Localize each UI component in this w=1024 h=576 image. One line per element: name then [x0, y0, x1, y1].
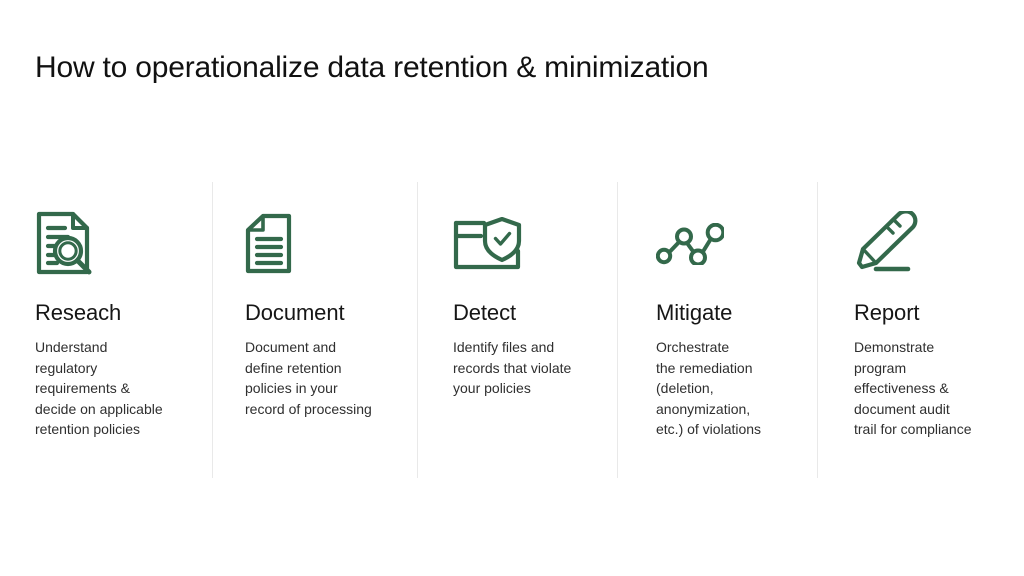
step-column-detect[interactable]: Detect Identify files and records that v… — [417, 182, 617, 478]
step-title: Mitigate — [656, 300, 733, 325]
step-title: Reseach — [35, 300, 122, 325]
document-magnifier-icon — [35, 204, 200, 284]
page-title: How to operationalize data retention & m… — [35, 51, 709, 84]
step-description: Orchestrate the remediation (deletion, a… — [656, 339, 762, 438]
step-description: Identify files and records that violate … — [453, 339, 572, 397]
document-lines-icon — [245, 204, 405, 284]
step-column-mitigate[interactable]: Mitigate Orchestrate the remediation (de… — [617, 182, 817, 478]
folder-shield-check-icon — [453, 204, 605, 284]
step-column-document[interactable]: Document Document and define retention p… — [212, 182, 417, 478]
node-graph-icon — [656, 204, 805, 284]
step-title: Detect — [453, 300, 516, 325]
step-description: Document and define retention policies i… — [245, 339, 372, 417]
pencil-underline-icon — [854, 204, 1012, 284]
step-column-report[interactable]: Report Demonstrate program effectiveness… — [817, 182, 1024, 478]
step-column-reseach[interactable]: Reseach Understand regulatory requiremen… — [0, 182, 212, 478]
step-title: Report — [854, 300, 920, 325]
step-columns: Reseach Understand regulatory requiremen… — [0, 182, 1024, 478]
step-title: Document — [245, 300, 345, 325]
step-description: Understand regulatory requirements & dec… — [35, 339, 163, 438]
step-description: Demonstrate program effectiveness & docu… — [854, 339, 972, 438]
